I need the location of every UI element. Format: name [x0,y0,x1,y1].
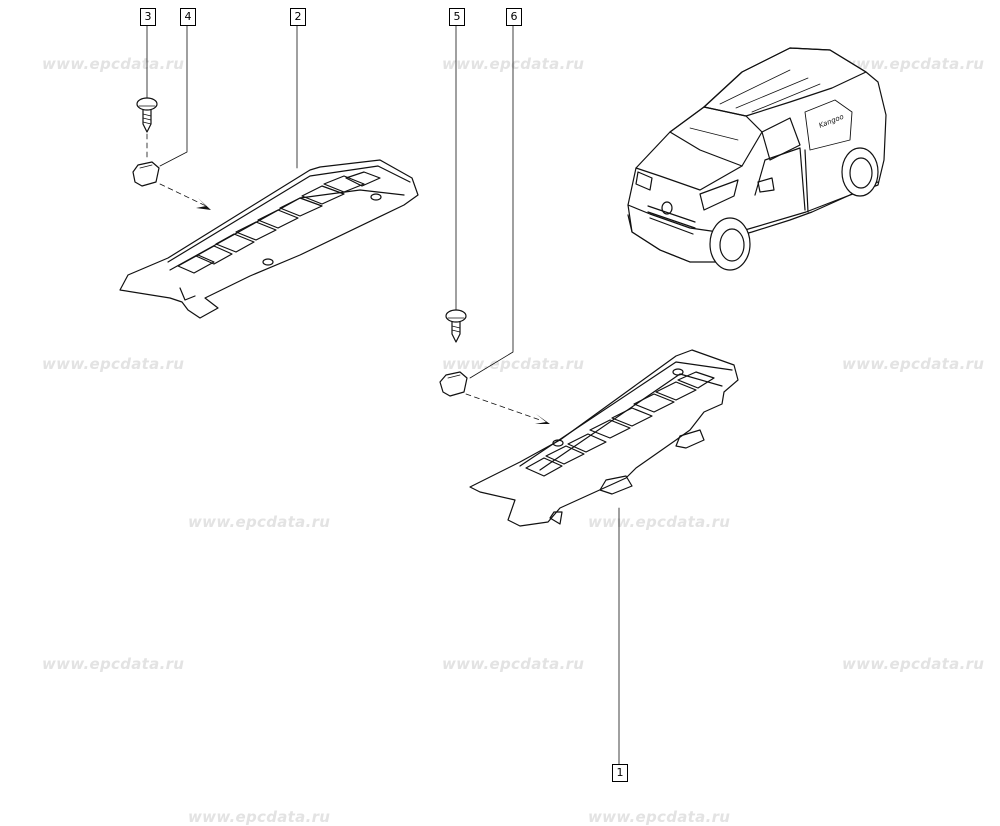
part-5-screw [445,309,467,343]
watermark: www.epcdata.ru [842,655,985,673]
callout-1: 1 [612,764,628,782]
watermark: www.epcdata.ru [842,355,985,373]
callout-3: 3 [140,8,156,26]
watermark: www.epcdata.ru [842,55,985,73]
callout-6: 6 [506,8,522,26]
watermark: www.epcdata.ru [188,513,331,531]
van-illustration: Kangoo [627,47,887,271]
part-3-screw [136,97,158,133]
part-4-clip [132,161,160,187]
watermark: www.epcdata.ru [588,513,731,531]
watermark: www.epcdata.ru [442,655,585,673]
watermark: www.epcdata.ru [42,655,185,673]
part-1-sill-plate [469,349,739,527]
part-6-clip [439,371,468,397]
callout-4: 4 [180,8,196,26]
callout-2: 2 [290,8,306,26]
assembly-lines [146,133,541,421]
callout-5: 5 [449,8,465,26]
leader-lines [146,24,620,765]
watermark: www.epcdata.ru [442,355,585,373]
watermark: www.epcdata.ru [42,355,185,373]
watermark: www.epcdata.ru [42,55,185,73]
part-2-sill-plate [119,159,419,319]
